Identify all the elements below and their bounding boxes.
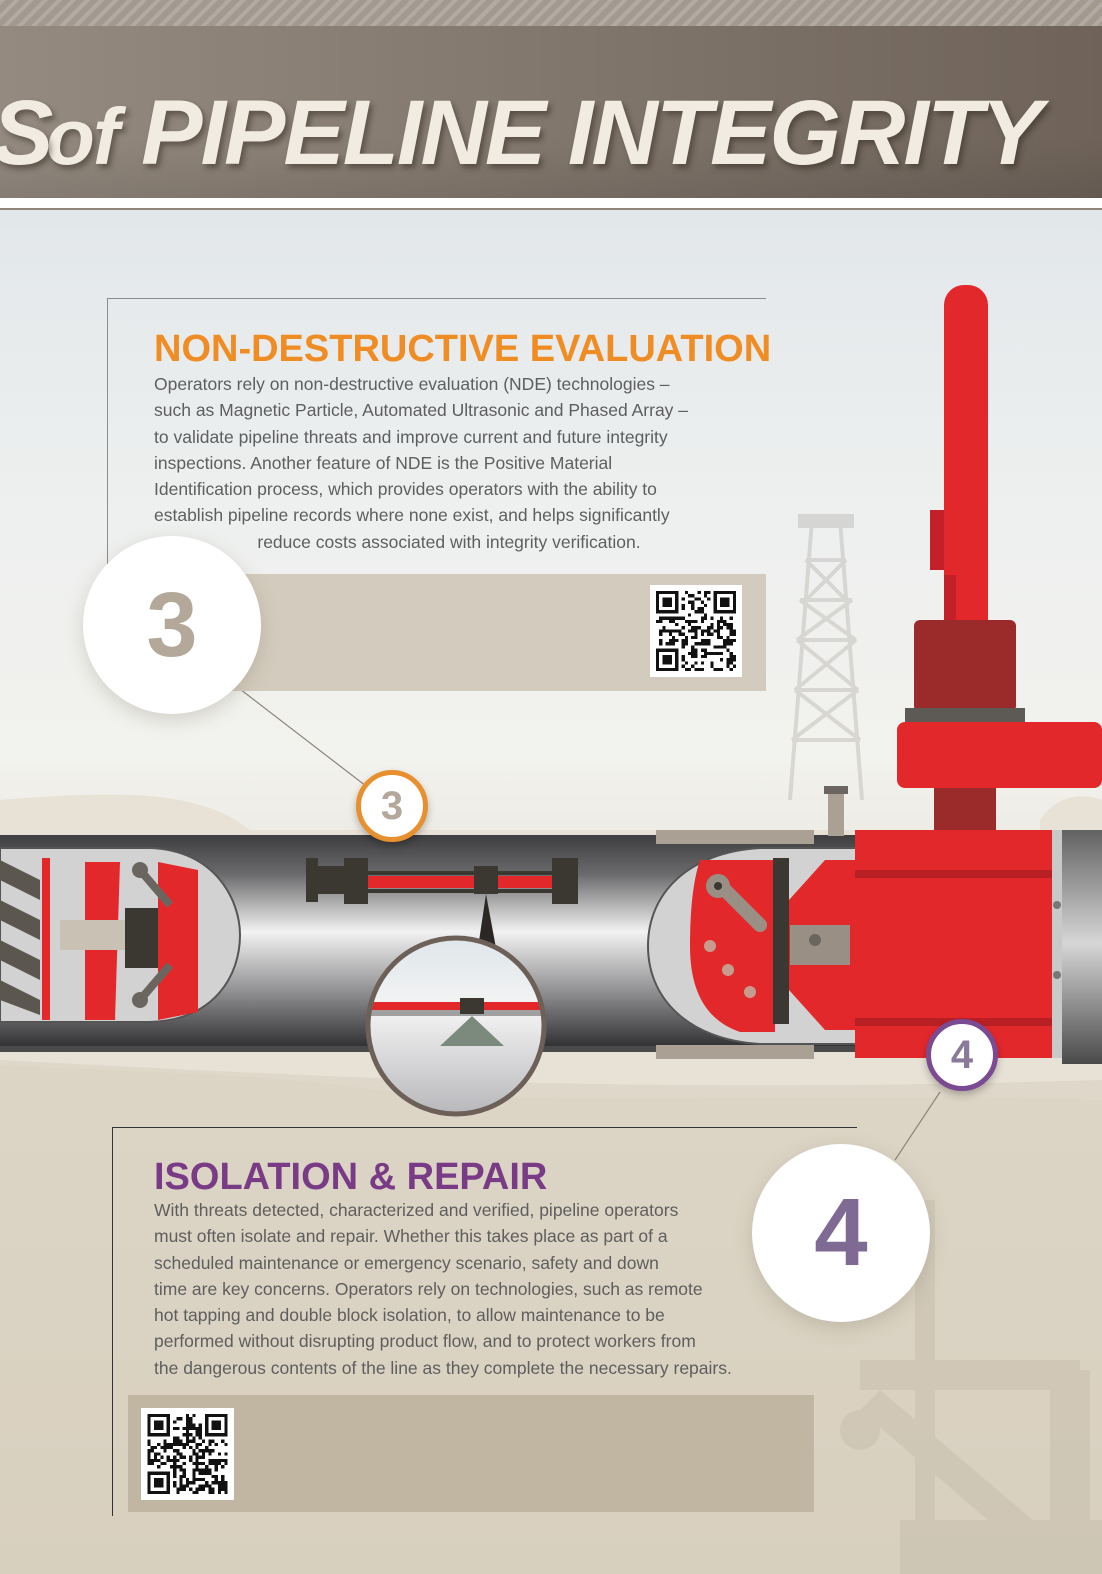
section-4-number: 4 — [752, 1144, 930, 1322]
pumpjack-icon — [840, 1200, 1102, 1574]
qr-code-icon[interactable] — [141, 1408, 234, 1500]
section-3-frame — [107, 298, 766, 569]
section-4-heading: ISOLATION & REPAIR — [154, 1156, 548, 1198]
section-4-body: With threats detected, characterized and… — [154, 1200, 732, 1378]
qr-code-top — [656, 591, 736, 671]
section-3-heading: NON-DESTRUCTIVE EVALUATION — [154, 328, 772, 370]
title-main: PIPELINE INTEGRITY — [141, 82, 1042, 184]
page-title: S of PIPELINE INTEGRITY — [0, 78, 1043, 192]
valve-icon — [855, 285, 1102, 1064]
marker-4-badge[interactable]: 4 — [926, 1019, 998, 1091]
header-hatch — [0, 0, 1102, 26]
header-divider — [0, 198, 1102, 210]
sensor-bar — [306, 858, 578, 948]
pig-tool-left — [0, 858, 198, 1020]
section-3-body: Operators rely on non-destructive evalua… — [154, 374, 689, 552]
section-4-frame — [112, 1127, 857, 1516]
qr-code-icon[interactable] — [650, 585, 742, 677]
title-cutoff-letter: S — [0, 78, 53, 188]
title-prefix: of — [46, 92, 120, 181]
section-3-number: 3 — [83, 536, 261, 714]
oil-derrick-icon — [788, 514, 864, 801]
section-4-band — [128, 1395, 814, 1512]
qr-code-bottom — [147, 1414, 228, 1494]
marker-3-badge[interactable]: 3 — [356, 770, 428, 842]
header-banner: S of PIPELINE INTEGRITY — [0, 0, 1102, 198]
magnifier-icon — [365, 935, 547, 1117]
